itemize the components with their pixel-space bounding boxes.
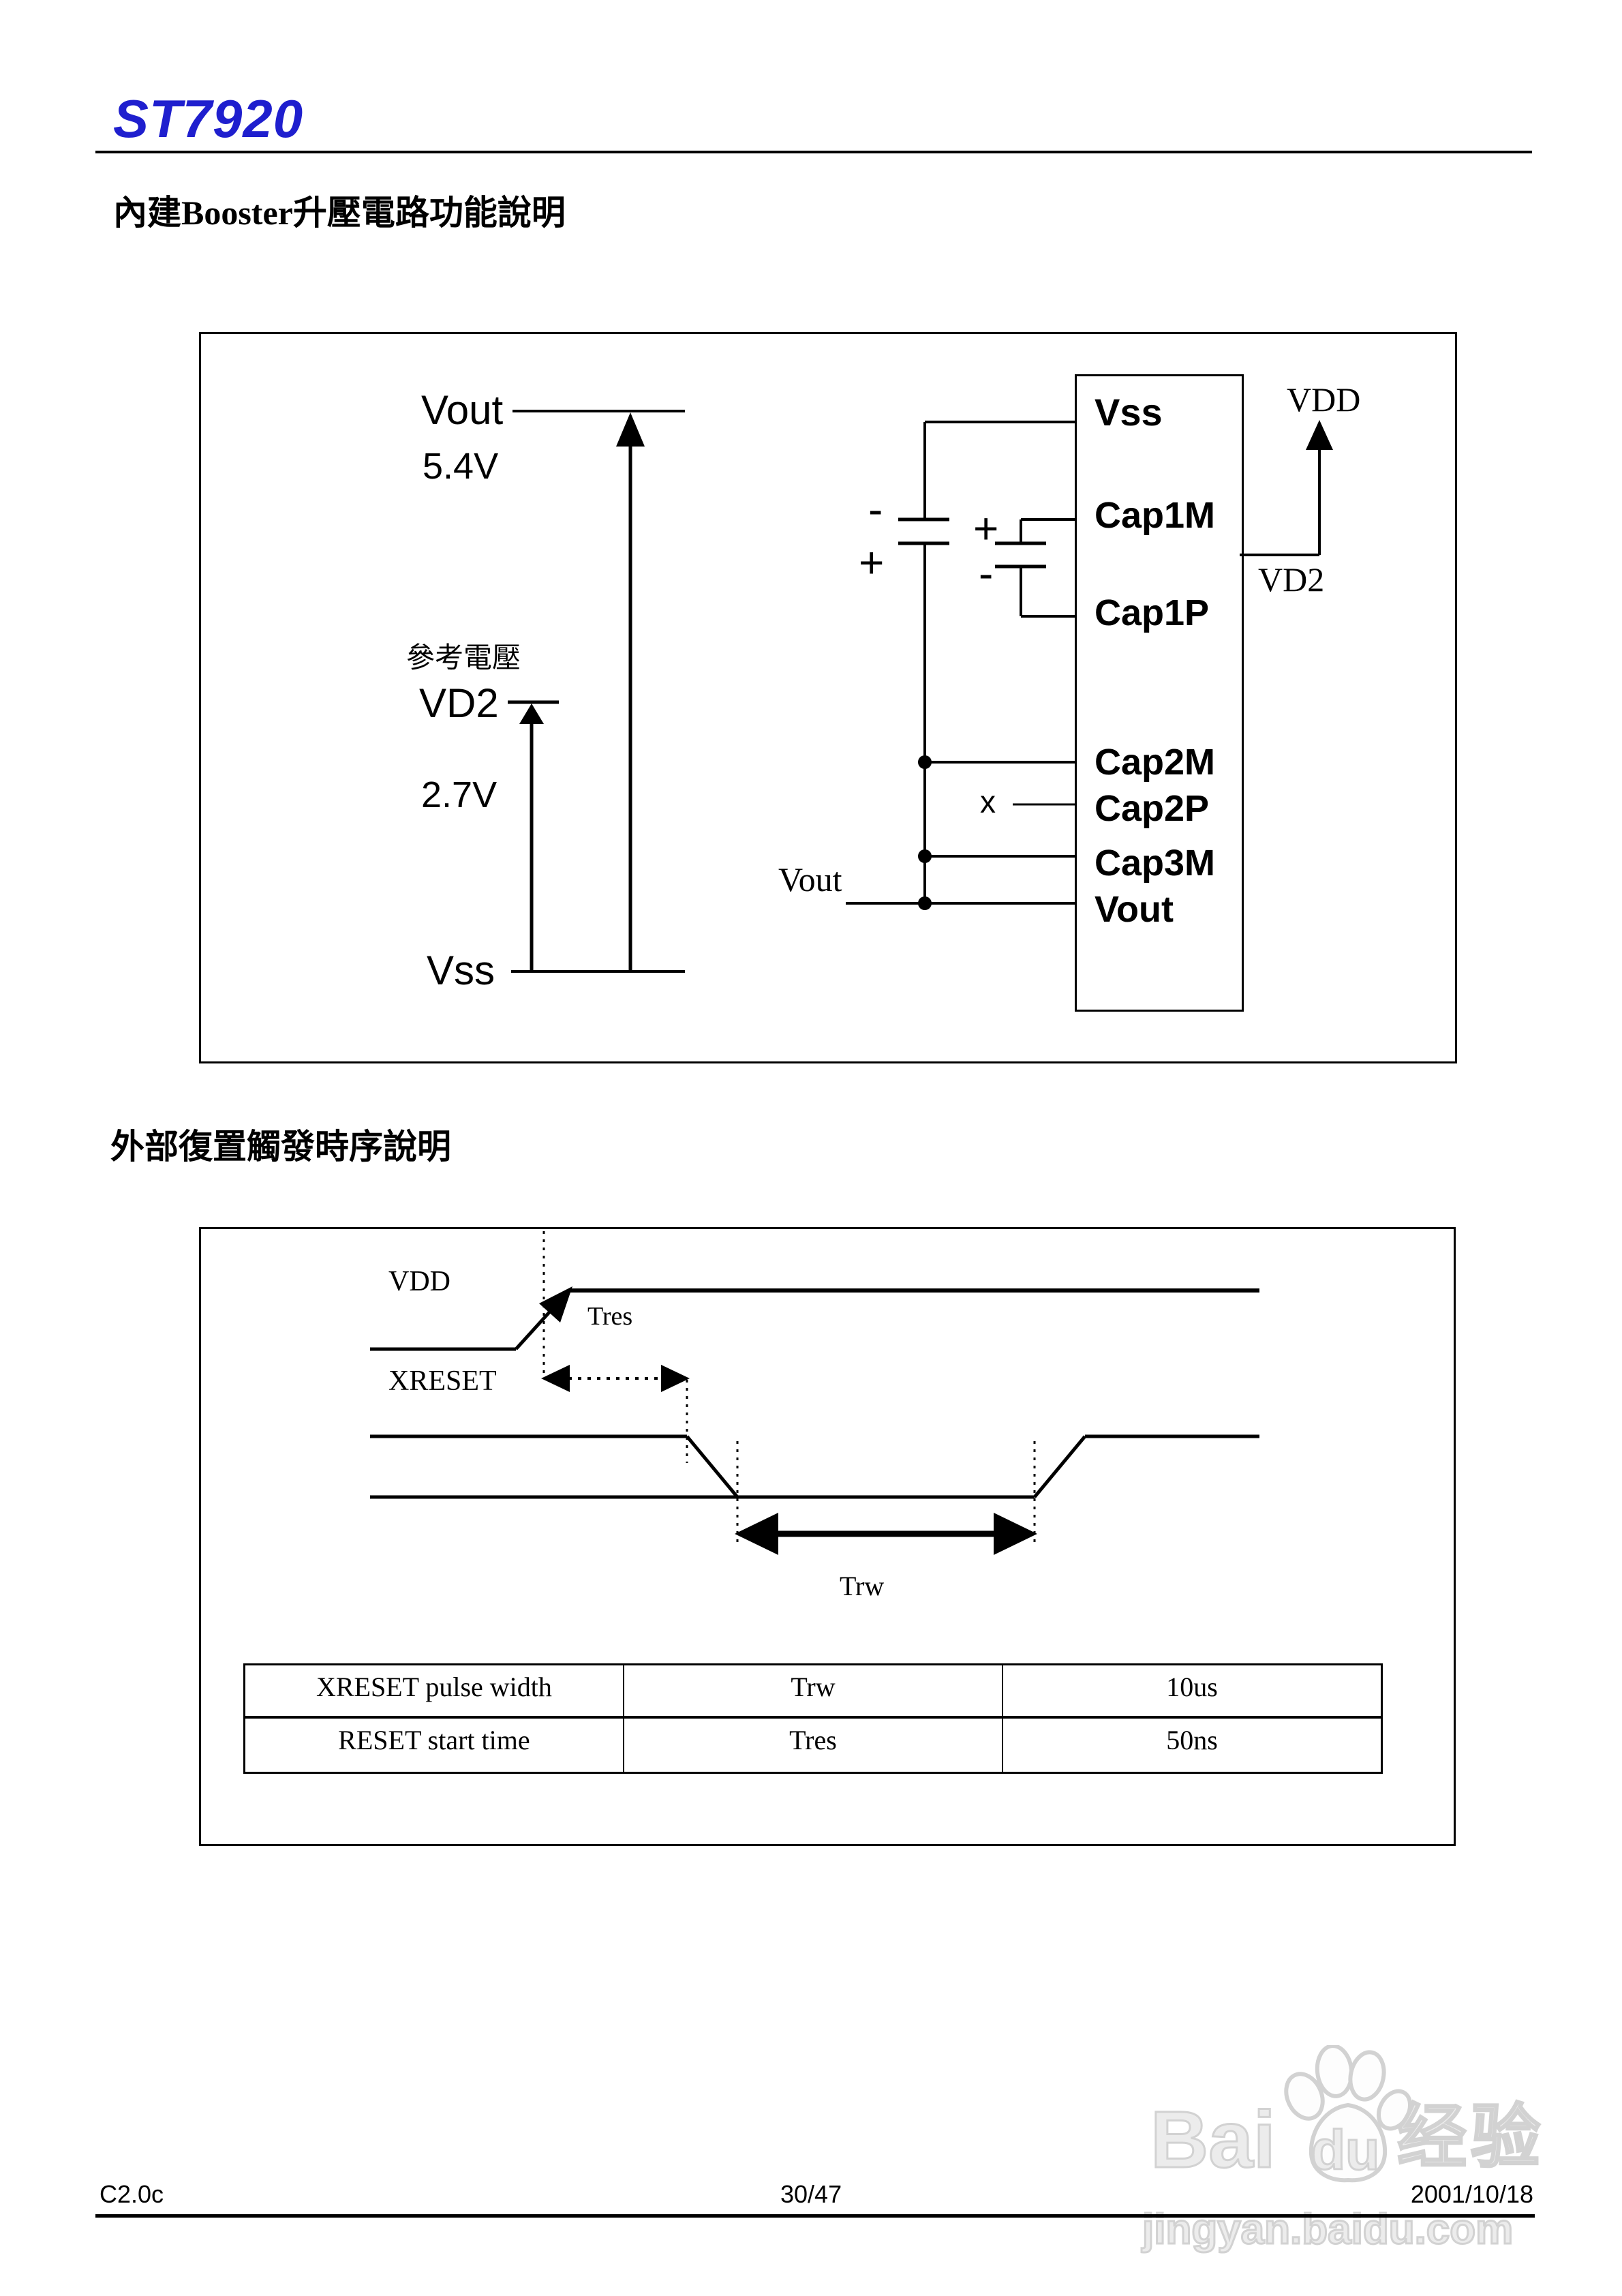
timing-parameter-table: XRESET pulse width Trw 10us RESET start … <box>243 1663 1383 1774</box>
reference-voltage-caption: 參考電壓 <box>406 643 521 674</box>
pin-label-cap1p: Cap1P <box>1095 592 1210 633</box>
cap1-plus-mark: + <box>859 538 885 587</box>
reset-section-title: 外部復置觸發時序說明 <box>110 1128 451 1166</box>
table-row: RESET start time Tres 50ns <box>243 1717 1383 1773</box>
table-row: XRESET pulse width Trw 10us <box>243 1664 1383 1719</box>
param-cell: XRESET pulse width <box>243 1664 624 1719</box>
value-cell: 50ns <box>1002 1717 1383 1773</box>
booster-diagram-box <box>199 332 1457 1063</box>
footer-page-number: 30/47 <box>780 2180 842 2208</box>
net-vd2-label: VD2 <box>1258 560 1325 599</box>
pin-label-vout: Vout <box>1095 889 1174 930</box>
footer-rule <box>95 2214 1535 2218</box>
watermark-jingyan-text: 经验 <box>1396 2098 1544 2176</box>
cap2-plus-mark: + <box>973 504 999 553</box>
cap2-minus-mark: - <box>979 549 994 598</box>
symbol-cell: Tres <box>622 1717 1004 1773</box>
level-vss-label: Vss <box>427 948 495 993</box>
level-vd2-label: VD2 <box>419 680 499 726</box>
pin-label-cap1m: Cap1M <box>1095 495 1216 536</box>
baidu-paw-icon <box>1284 2045 1413 2183</box>
booster-section-title: 內建Booster升壓電路功能說明 <box>113 194 566 232</box>
footer-date: 2001/10/18 <box>1410 2180 1533 2208</box>
watermark-du-text: du <box>1310 2119 1380 2181</box>
footer-revision: C2.0c <box>100 2180 164 2208</box>
net-vout-label: Vout <box>778 860 842 898</box>
pin-label-cap3m: Cap3M <box>1095 843 1216 883</box>
level-vout-label: Vout <box>421 387 504 433</box>
watermark-domain-text: jingyan.baidu.com <box>1141 2206 1514 2253</box>
page-title: ST7920 <box>113 89 304 149</box>
symbol-cell: Trw <box>622 1664 1004 1719</box>
value-cell: 10us <box>1002 1664 1383 1719</box>
timing-xreset-label: XRESET <box>388 1365 497 1397</box>
timing-vdd-label: VDD <box>388 1266 450 1297</box>
timing-trw-label: Trw <box>840 1571 885 1601</box>
header-rule <box>95 151 1532 153</box>
pin-label-cap2p: Cap2P <box>1095 788 1210 829</box>
net-vdd-label: VDD <box>1287 380 1361 419</box>
param-cell: RESET start time <box>243 1717 624 1773</box>
timing-tres-label: Tres <box>587 1302 633 1331</box>
level-vout-value: 5.4V <box>423 446 499 487</box>
level-vd2-value: 2.7V <box>421 774 498 815</box>
watermark-bai-text: Bai <box>1150 2095 1277 2185</box>
timing-diagram-box <box>199 1227 1456 1846</box>
pin-label-vss: Vss <box>1095 391 1163 434</box>
net-x-label: x <box>980 784 996 819</box>
pin-label-cap2m: Cap2M <box>1095 742 1216 783</box>
chip-outline <box>1075 374 1244 1012</box>
cap1-minus-mark: - <box>868 485 883 534</box>
